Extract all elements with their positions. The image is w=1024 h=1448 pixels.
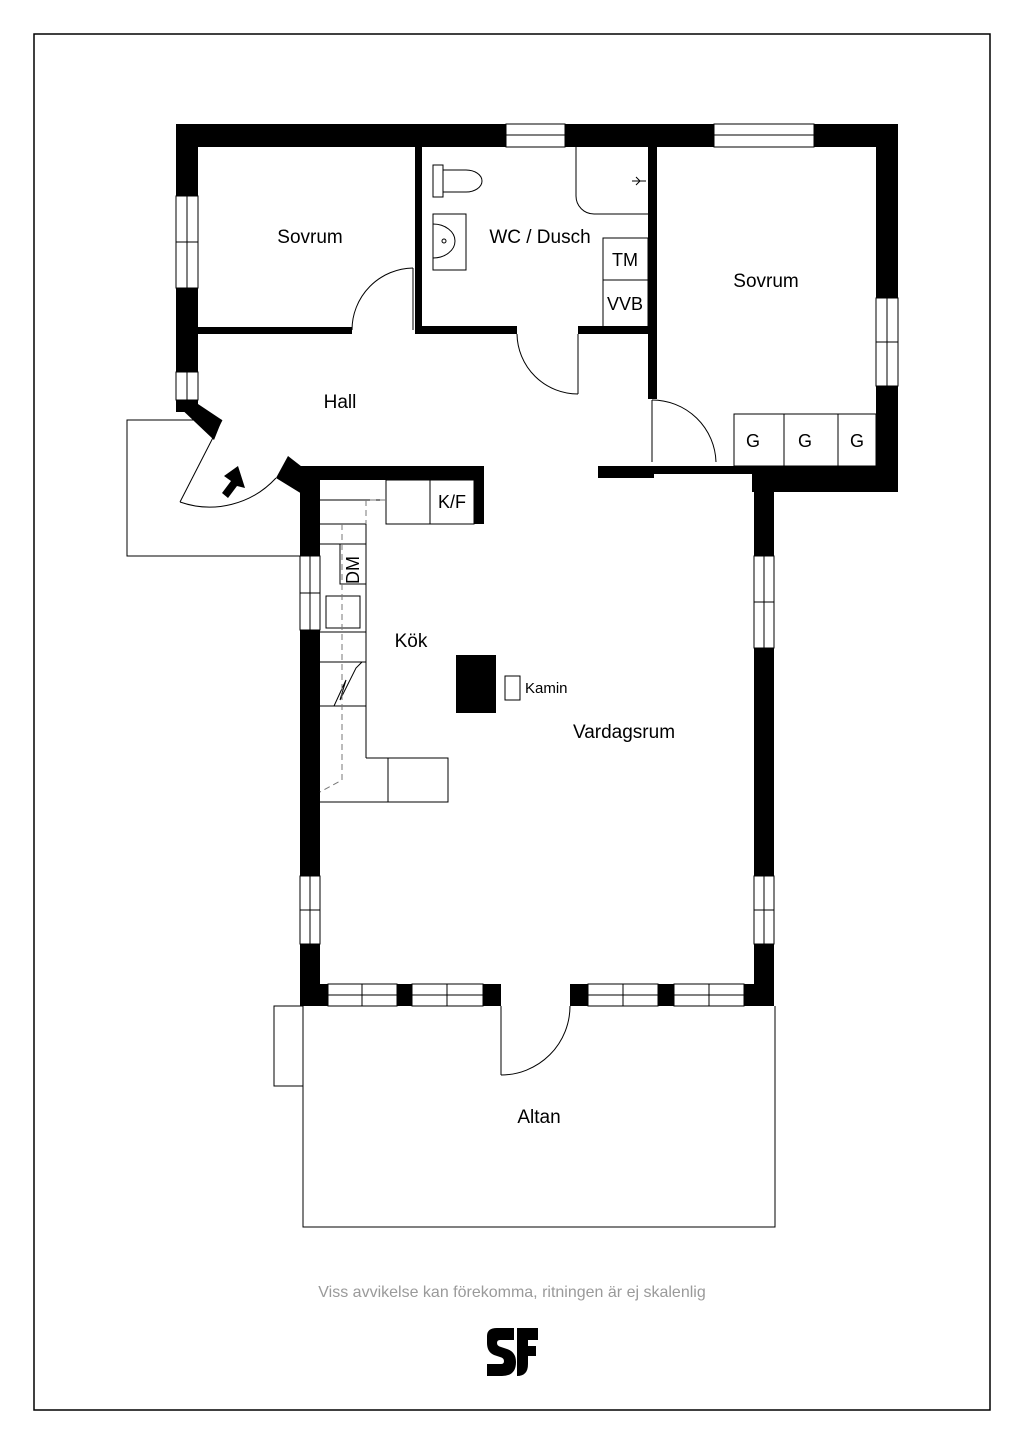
disclaimer-text: Viss avvikelse kan förekomma, ritningen … xyxy=(318,1284,705,1301)
fixture-label-kamin: Kamin xyxy=(525,680,568,697)
kamin-block xyxy=(456,655,496,713)
walls xyxy=(176,124,898,1006)
altan-deck xyxy=(273,1005,776,1228)
wardrobe-label: G xyxy=(746,431,760,451)
room-label-kok: Kök xyxy=(395,631,428,652)
room-label-hall: Hall xyxy=(324,392,357,413)
room-label-wc-dusch: WC / Dusch xyxy=(489,227,590,248)
sink-icon xyxy=(432,213,467,271)
fixture-label-dm: DM xyxy=(343,556,363,584)
wardrobe-label: G xyxy=(850,431,864,451)
wardrobe-label: G xyxy=(798,431,812,451)
entry-platform xyxy=(126,419,300,557)
page-frame xyxy=(33,33,991,1411)
fixture-label-kf: K/F xyxy=(438,492,466,512)
kitchen-counters xyxy=(319,479,475,803)
toilet-icon xyxy=(432,164,444,198)
entry-arrow-icon xyxy=(222,466,245,498)
kamin-marker xyxy=(504,675,521,701)
fixture-label-tm: TM xyxy=(612,250,638,270)
bathroom-fixtures xyxy=(432,147,649,329)
fixture-label-vvb: VVB xyxy=(607,294,643,314)
windows xyxy=(175,123,899,1007)
room-label-sovrum-left: Sovrum xyxy=(277,227,342,248)
wardrobes xyxy=(733,413,877,467)
room-label-sovrum-right: Sovrum xyxy=(733,271,798,292)
doors xyxy=(179,267,717,1076)
sf-logo-icon xyxy=(487,1328,538,1376)
room-label-vardagsrum: Vardagsrum xyxy=(573,722,675,743)
shower-icon xyxy=(575,147,648,215)
room-label-altan: Altan xyxy=(517,1107,560,1128)
